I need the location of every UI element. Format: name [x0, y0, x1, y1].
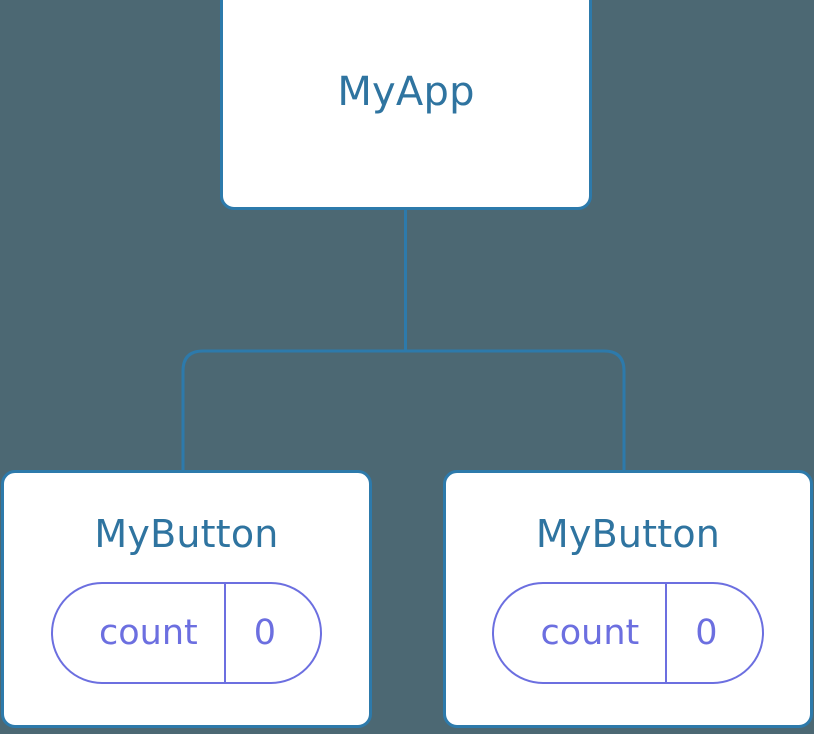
node-title: MyApp — [337, 69, 475, 115]
edge-root-to-child-1 — [181, 349, 406, 472]
node-title: MyButton — [535, 512, 721, 556]
state-value: 0 — [695, 612, 718, 653]
state-key: count — [98, 612, 198, 653]
node-mybutton-2[interactable]: MyButton count 0 — [443, 470, 813, 728]
state-value: 0 — [253, 612, 277, 653]
state-pill[interactable]: count 0 — [492, 582, 764, 684]
edge-root-to-child-2 — [405, 349, 626, 472]
node-mybutton-1[interactable]: MyButton count 0 — [1, 470, 372, 728]
node-myapp[interactable]: MyApp — [220, 0, 592, 210]
state-key: count — [540, 612, 640, 653]
node-title: MyButton — [94, 512, 279, 556]
state-pill[interactable]: count 0 — [50, 582, 323, 684]
state-pill-divider — [665, 584, 668, 682]
state-pill-divider — [223, 584, 226, 682]
